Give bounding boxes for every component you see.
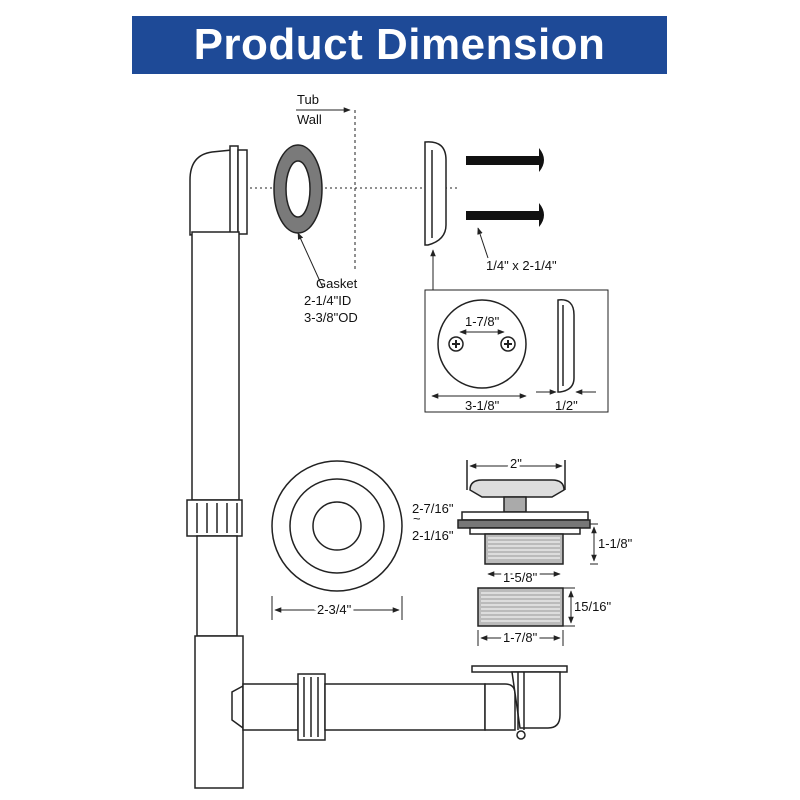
adapter-thread (481, 592, 560, 622)
page-title: Product Dimension (193, 20, 606, 69)
adapter-diameter-label: 1-7/8" (503, 630, 538, 645)
drain-shoe (242, 665, 568, 741)
gasket-label: Gasket (316, 276, 358, 291)
hole-spacing-label: 1-7/8" (465, 314, 500, 329)
stopper-thread (488, 537, 560, 559)
title-banner: Product Dimension (132, 16, 667, 74)
faceplate-depth-label: 1/2" (555, 398, 578, 413)
cap-diameter-label: 2-3/4" (317, 602, 352, 617)
gasket (273, 144, 323, 234)
stopper (457, 460, 591, 565)
gasket-od-label: 3-3/8"OD (304, 310, 358, 325)
tub-wall-label-2: Wall (297, 112, 322, 127)
faceplate-side (424, 141, 447, 246)
faceplate-side-detail (557, 299, 575, 393)
adapter (477, 587, 564, 627)
faceplate-diameter-label: 3-1/8" (465, 398, 500, 413)
stopper-tilde: ~ (413, 511, 421, 526)
stopper-body-height-label: 1-1/8" (598, 536, 633, 551)
screw-size-label: 1/4" x 2-1/4" (486, 258, 557, 273)
faceplate-front (437, 299, 527, 389)
adapter-height-label: 15/16" (574, 599, 612, 614)
gasket-id-label: 2-1/4"ID (304, 293, 351, 308)
tub-wall-label-1: Tub (297, 92, 319, 107)
stopper-flange-label: 2-1/16" (412, 528, 454, 543)
screws (466, 148, 544, 227)
overflow-cap (271, 460, 403, 592)
stopper-thread-label: 1-5/8" (503, 570, 538, 585)
overflow-pipe (186, 145, 248, 789)
stopper-top-label: 2" (510, 456, 522, 471)
stopper-height-label: 2-7/16" (412, 501, 454, 516)
